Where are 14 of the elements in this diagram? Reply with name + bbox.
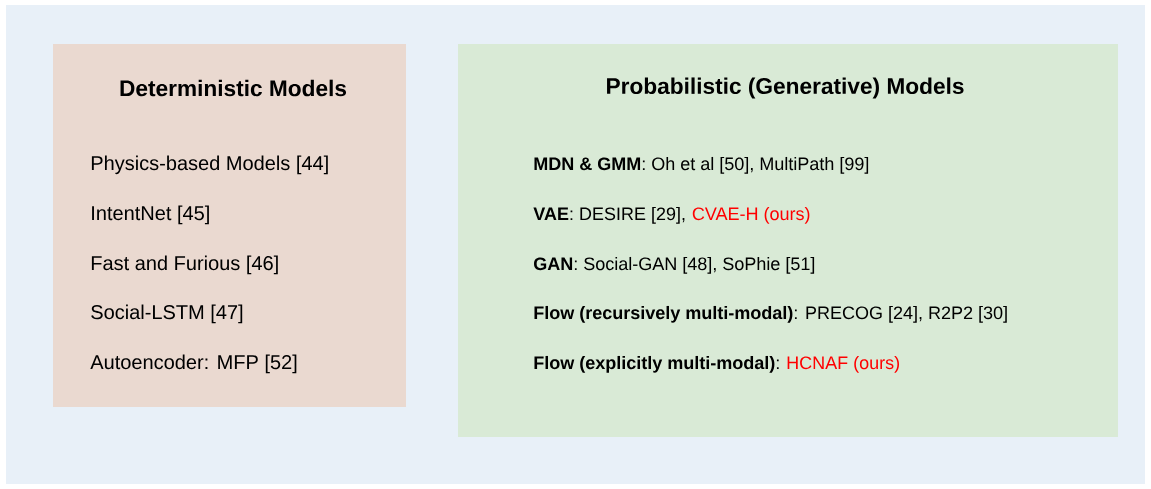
highlighted-item: CVAE-H (ours) [692, 206, 810, 224]
list-item: Social-LSTM [47] [91, 304, 243, 324]
list-item: Autoencoder: MFP [52] [90, 354, 297, 374]
highlighted-item: HCNAF (ours) [787, 355, 899, 373]
list-item: Physics-based Models [44] [91, 155, 328, 175]
panel-heading: Deterministic Models [120, 79, 347, 97]
list-item: IntentNet [45] [92, 205, 209, 225]
list-item: GAN: Social-GAN [48], SoPhie [51] [534, 256, 815, 274]
list-item: Flow (recursively multi-modal): PRECOG [24], R2P2 [30] [534, 305, 1007, 323]
list-item: MDN & GMM: Oh et al [50], MultiPath [99] [534, 156, 869, 174]
list-item: Fast and Furious [46] [91, 255, 278, 275]
panel-heading: Probabilistic (Generative) Models [607, 77, 964, 99]
list-item: VAE: DESIRE [29], [533, 206, 685, 224]
list-item: Flow (explicitly multi-modal): [534, 355, 779, 373]
